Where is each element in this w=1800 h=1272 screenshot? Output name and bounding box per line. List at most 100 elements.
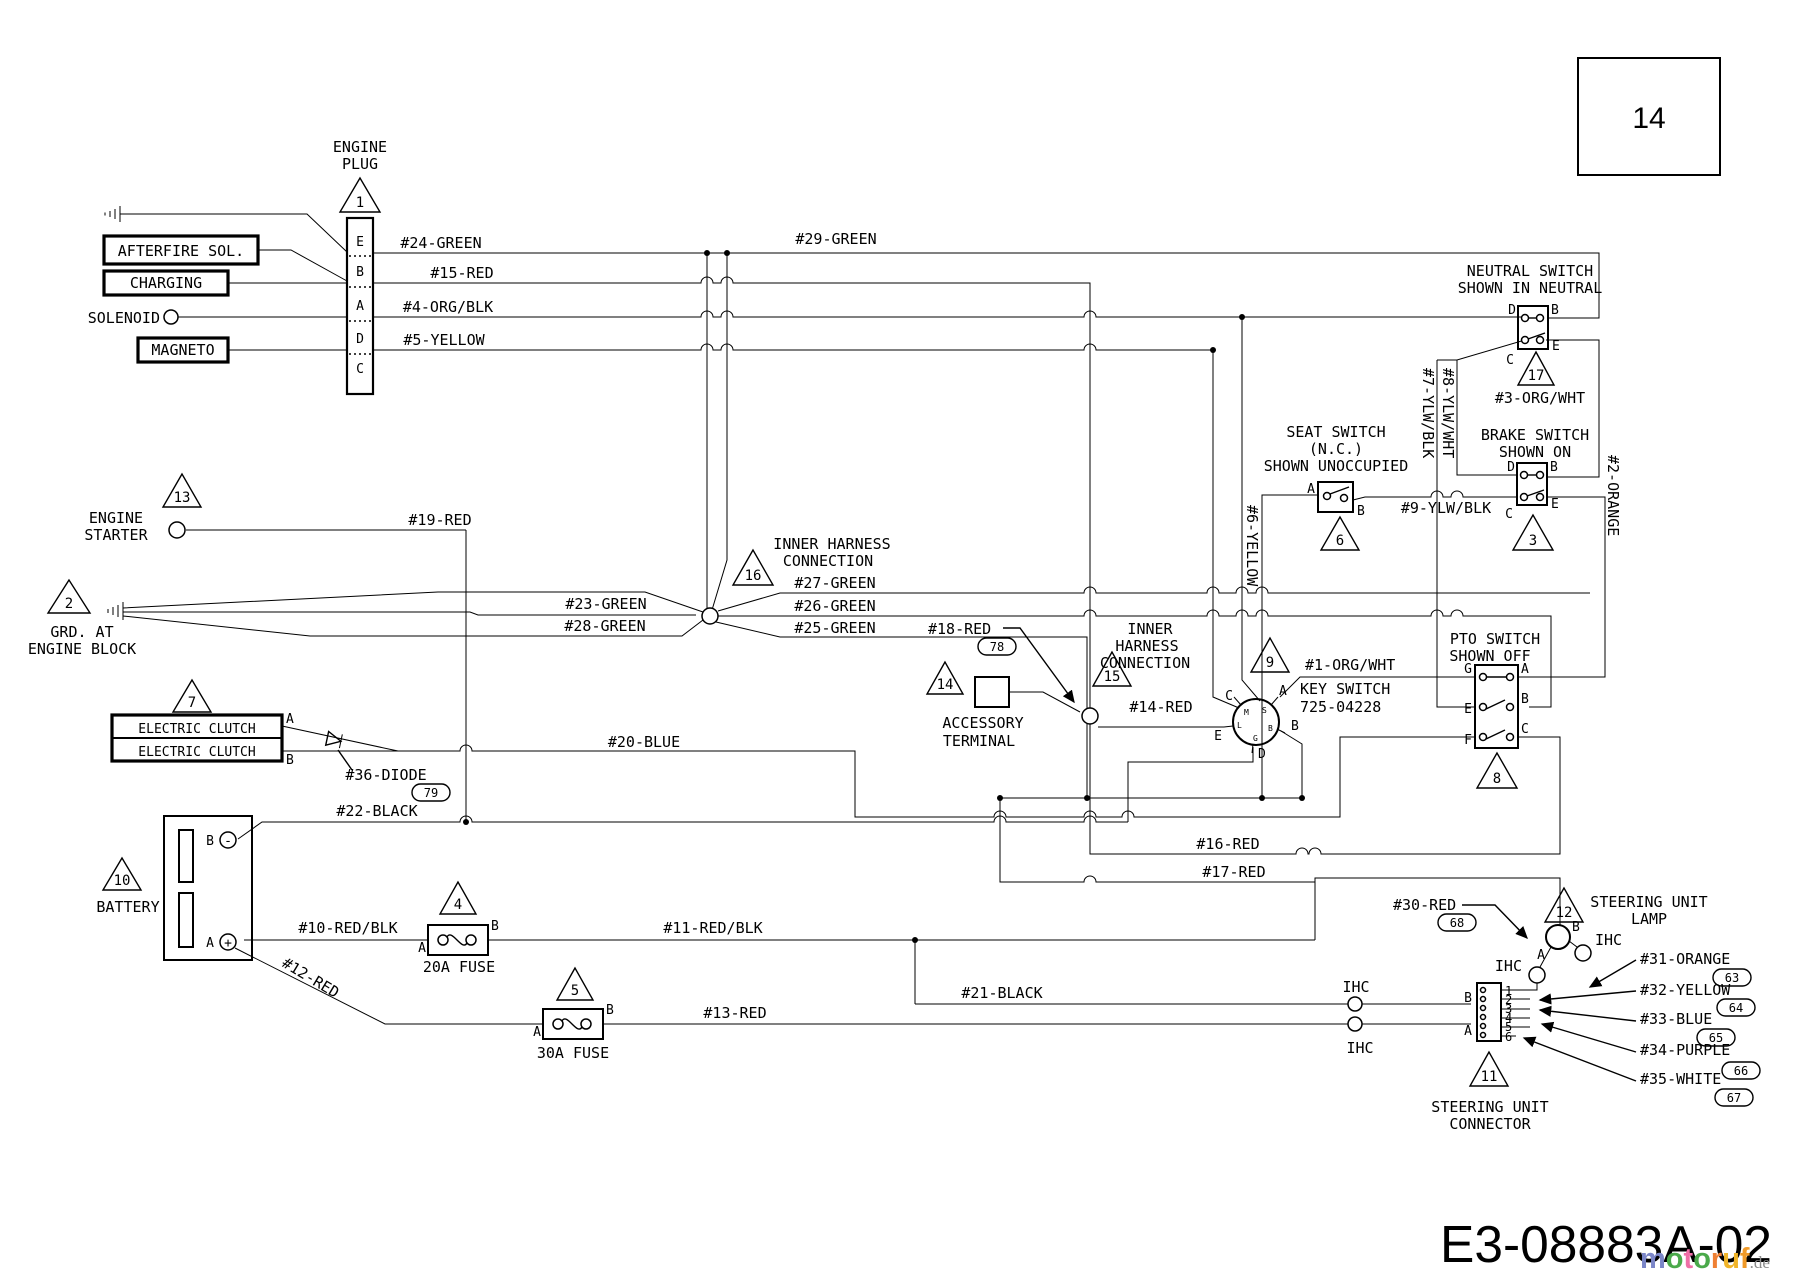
svg-text:C: C — [1521, 722, 1529, 737]
w8-label: #8-YLW/WHT — [1439, 368, 1457, 458]
inner-harness-15: INNER HARNESS CONNECTION 15 — [1081, 620, 1190, 725]
triangle-10 — [101, 856, 143, 891]
oval-78 — [977, 637, 1017, 656]
oval-68 — [1437, 913, 1477, 932]
w29-label: #29-GREEN — [795, 230, 876, 248]
svg-text:64: 64 — [1729, 1001, 1743, 1015]
steering-wire-list: #31-ORANGE 63 #32-YELLOW 64 #33-BLUE 65 … — [1522, 950, 1761, 1107]
brake-switch: BRAKE SWITCH SHOWN ON D B C E 3 — [1481, 426, 1589, 551]
svg-text:SHOWN ON: SHOWN ON — [1499, 443, 1571, 461]
w27-label: #27-GREEN — [794, 574, 875, 592]
triangle-17 — [1516, 350, 1556, 386]
w26-label: #26-GREEN — [794, 597, 875, 615]
w15-label: #15-RED — [430, 264, 493, 282]
svg-text:E: E — [1551, 497, 1559, 512]
triangle-14 — [925, 660, 965, 695]
svg-text:SEAT SWITCH: SEAT SWITCH — [1286, 423, 1385, 441]
svg-text:S: S — [1262, 706, 1267, 715]
svg-text:B: B — [286, 753, 294, 768]
svg-text:B: B — [491, 919, 499, 934]
svg-text:B: B — [1550, 460, 1558, 475]
svg-text:A: A — [1307, 482, 1315, 497]
w4-label: #4-ORG/BLK — [403, 298, 493, 316]
svg-text:B: B — [1357, 504, 1365, 519]
triangle-6 — [1319, 515, 1361, 551]
svg-text:F: F — [1464, 733, 1472, 748]
svg-text:78: 78 — [990, 640, 1004, 654]
triangle-5 — [555, 966, 595, 1001]
triangle-8 — [1475, 751, 1519, 789]
w3-label: #3-ORG/WHT — [1495, 389, 1585, 407]
battery: 10 BATTERY B - A + — [96, 815, 253, 961]
lamp-bulb — [1545, 924, 1571, 950]
grd-label: GRD. AT — [50, 623, 113, 641]
w7-label: #7-YLW/BLK — [1419, 368, 1437, 458]
svg-text:63: 63 — [1725, 971, 1739, 985]
ref-box-number: 14 — [1632, 102, 1665, 135]
steering-unit-lamp: 12 STEERING UNIT LAMP #30-RED 68 B A IHC… — [1393, 886, 1708, 984]
svg-text:INNER: INNER — [1127, 620, 1173, 638]
pto-switch: PTO SWITCH SHOWN OFF G A E B F C 8 — [1449, 630, 1540, 789]
w32-label: #32-YELLOW — [1640, 981, 1731, 999]
svg-text:10: 10 — [114, 873, 131, 889]
svg-text:ENGINE BLOCK: ENGINE BLOCK — [28, 640, 136, 658]
fuse-20a: 4 A B 20A FUSE — [418, 880, 499, 976]
w30-label: #30-RED — [1393, 896, 1456, 914]
svg-text:L: L — [1237, 721, 1242, 730]
svg-text:15: 15 — [1104, 669, 1121, 685]
triangle-9 — [1249, 636, 1291, 673]
fuse-20a-label: 20A FUSE — [423, 958, 495, 976]
clutch-label-2: ELECTRIC CLUTCH — [138, 745, 255, 760]
svg-text:D: D — [1507, 460, 1515, 475]
svg-text:B: B — [1521, 692, 1529, 707]
svg-text:CONNECTION: CONNECTION — [1100, 654, 1190, 672]
seat-switch: SEAT SWITCH (N.C.) SHOWN UNOCCUPIED A B … — [1264, 423, 1408, 551]
svg-text:G: G — [1253, 734, 1258, 743]
battery-box — [163, 815, 253, 961]
svg-text:17: 17 — [1528, 368, 1545, 384]
ground-engine-block: 2 GRD. AT ENGINE BLOCK — [28, 578, 136, 658]
battery-neg-terminal — [219, 831, 237, 849]
svg-text:4: 4 — [1505, 1011, 1512, 1025]
fuse-30a-box — [542, 1008, 604, 1040]
neutral-switch: NEUTRAL SWITCH SHOWN IN NEUTRAL D B C E … — [1458, 262, 1603, 407]
triangle-16 — [731, 548, 775, 586]
svg-text:3: 3 — [1529, 533, 1537, 549]
svg-text:B: B — [1291, 719, 1299, 734]
accessory-box — [974, 676, 1010, 708]
triangle-12 — [1543, 886, 1585, 923]
svg-text:SHOWN IN NEUTRAL: SHOWN IN NEUTRAL — [1458, 279, 1603, 297]
w22-label: #22-BLACK — [336, 802, 417, 820]
svg-text:B: B — [206, 834, 214, 849]
afterfire-label: AFTERFIRE SOL. — [118, 242, 244, 260]
key-switch-label: KEY SWITCH — [1300, 680, 1390, 698]
svg-text:1: 1 — [1505, 984, 1512, 998]
w1-label: #1-ORG/WHT — [1305, 656, 1395, 674]
triangle-13 — [161, 472, 203, 508]
svg-text:PTO SWITCH: PTO SWITCH — [1450, 630, 1540, 648]
svg-text:IHC: IHC — [1346, 1039, 1373, 1057]
battery-pos-terminal — [219, 933, 237, 951]
triangle-2 — [46, 578, 92, 614]
w5-label: #5-YELLOW — [403, 331, 485, 349]
svg-text:LAMP: LAMP — [1631, 910, 1667, 928]
ground-symbol — [107, 602, 124, 620]
engine-starter: 13 ENGINE STARTER — [84, 472, 203, 544]
svg-text:SHOWN OFF: SHOWN OFF — [1449, 647, 1530, 665]
svg-text:C: C — [1505, 507, 1513, 522]
pto-switch-box — [1474, 664, 1519, 749]
w25-label: #25-GREEN — [794, 619, 875, 637]
svg-text:79: 79 — [424, 786, 438, 800]
svg-text:E: E — [1464, 702, 1472, 717]
svg-text:D: D — [1508, 303, 1516, 318]
svg-text:E: E — [1552, 339, 1560, 354]
magneto-label: MAGNETO — [151, 341, 214, 359]
inner-harness-16: INNER HARNESS CONNECTION 16 — [701, 535, 891, 625]
svg-text:5: 5 — [571, 983, 579, 999]
svg-text:B: B — [1464, 991, 1472, 1006]
oval-66 — [1721, 1061, 1761, 1080]
wiring-lines — [122, 250, 1606, 1037]
svg-text:STARTER: STARTER — [84, 526, 148, 544]
